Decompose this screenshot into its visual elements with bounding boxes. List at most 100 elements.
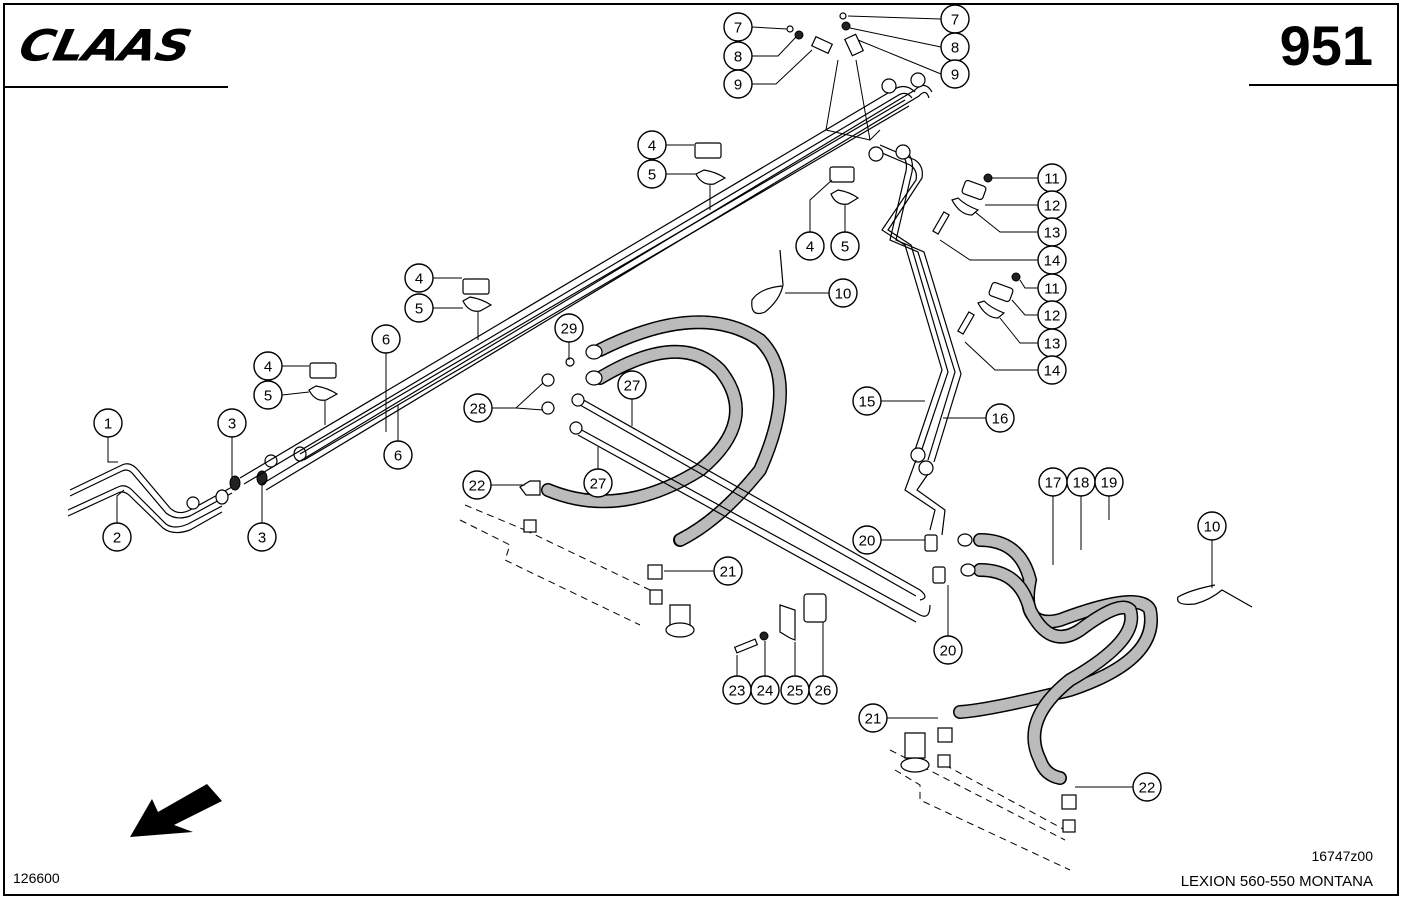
drawing-frame <box>3 3 1399 896</box>
callout-circle <box>830 231 860 261</box>
callout-circle <box>828 278 858 308</box>
long-pipes <box>239 72 933 491</box>
callout-29: 29 <box>554 313 584 360</box>
callout-circle <box>808 675 838 705</box>
callout-14: 14 <box>964 341 1067 385</box>
callout-2: 2 <box>102 489 132 552</box>
callout-22: 22 <box>1075 772 1162 802</box>
leader-line <box>857 39 942 75</box>
callout-number: 4 <box>648 138 656 155</box>
callout-number: 19 <box>1101 475 1118 492</box>
callout-number: 10 <box>835 286 852 303</box>
callout-number: 27 <box>624 378 641 395</box>
callout-circle <box>383 440 413 470</box>
callout-number: 4 <box>806 239 814 256</box>
leader-line <box>1011 299 1038 316</box>
callout-circle <box>795 231 825 261</box>
callout-14: 14 <box>939 239 1067 275</box>
callout-circle <box>1197 511 1227 541</box>
callout-21: 21 <box>664 556 743 586</box>
leader-line <box>964 341 1038 371</box>
callout-number: 11 <box>1044 281 1060 298</box>
leader-line <box>751 26 788 30</box>
callout-circle <box>404 293 434 323</box>
callout-circle <box>852 386 882 416</box>
callout-number: 22 <box>469 478 486 495</box>
callout-circle <box>858 703 888 733</box>
callout-27: 27 <box>617 370 647 426</box>
callout-circle <box>985 403 1015 433</box>
callout-circle <box>102 522 132 552</box>
callout-3: 3 <box>247 485 277 552</box>
callout-circle <box>1037 355 1067 385</box>
callout-circle <box>723 69 753 99</box>
threaded-ports <box>519 480 1077 833</box>
fittings-20-26 <box>733 533 976 654</box>
callout-1: 1 <box>93 408 123 463</box>
brand-rule <box>3 86 228 88</box>
callout-circle <box>750 675 780 705</box>
leader-line <box>752 36 797 57</box>
callout-number: 14 <box>1044 363 1061 380</box>
callout-19: 19 <box>1094 467 1124 520</box>
callout-circle <box>253 351 283 381</box>
callout-circle <box>933 635 963 665</box>
callout-number: 6 <box>394 448 402 465</box>
callout-number: 5 <box>648 167 656 184</box>
callout-number: 10 <box>1204 519 1221 536</box>
leader-line <box>1019 279 1038 289</box>
callout-circle <box>462 470 492 500</box>
callout-3: 3 <box>217 408 247 478</box>
callout-circle <box>253 380 283 410</box>
callout-number: 24 <box>757 683 774 700</box>
pipes-27 <box>541 344 931 623</box>
callout-number: 5 <box>841 239 849 256</box>
callout-5: 5 <box>830 205 860 261</box>
clamps-11-14 <box>932 173 1021 335</box>
callout-number: 23 <box>729 683 746 700</box>
callout-number: 22 <box>1139 780 1156 797</box>
callout-number: 4 <box>264 359 272 376</box>
catalog-code: 126600 <box>13 870 60 886</box>
callout-circle <box>247 522 277 552</box>
callout-24: 24 <box>750 641 780 705</box>
model-name: LEXION 560-550 MONTANA <box>1180 873 1373 890</box>
callout-circle <box>554 313 584 343</box>
callout-number: 5 <box>415 301 423 318</box>
leader-line <box>281 391 310 396</box>
callout-number: 8 <box>951 40 959 57</box>
callout-number: 9 <box>734 77 742 94</box>
callout-12: 12 <box>985 190 1067 220</box>
callout-7: 7 <box>847 4 970 34</box>
callout-number: 11 <box>1044 171 1060 188</box>
leader-line <box>939 239 1038 261</box>
callout-number: 12 <box>1044 198 1061 215</box>
callout-number: 28 <box>470 401 487 418</box>
callout-5: 5 <box>637 159 696 189</box>
callout-circle <box>637 130 667 160</box>
callout-circle <box>583 468 613 498</box>
callout-18: 18 <box>1066 467 1096 550</box>
callout-number: 6 <box>382 332 390 349</box>
callout-number: 5 <box>264 388 272 405</box>
callout-number: 3 <box>228 416 236 433</box>
leader-line <box>849 27 942 48</box>
callout-27: 27 <box>583 447 613 498</box>
page-rule <box>1249 84 1397 86</box>
callout-number: 17 <box>1045 475 1062 492</box>
callout-circle <box>1094 467 1124 497</box>
explode-guide <box>825 59 881 142</box>
callout-circle <box>463 393 493 423</box>
callout-number: 21 <box>720 564 737 581</box>
callout-number: 12 <box>1044 308 1061 325</box>
callout-number: 2 <box>113 530 121 547</box>
cable-ties <box>751 249 1253 608</box>
callout-26: 26 <box>808 622 838 705</box>
callout-number: 7 <box>734 20 742 37</box>
callout-circle <box>617 370 647 400</box>
callout-25: 25 <box>780 642 810 705</box>
hoses <box>541 315 1158 785</box>
callout-number: 9 <box>951 67 959 84</box>
leader-line <box>107 437 118 463</box>
